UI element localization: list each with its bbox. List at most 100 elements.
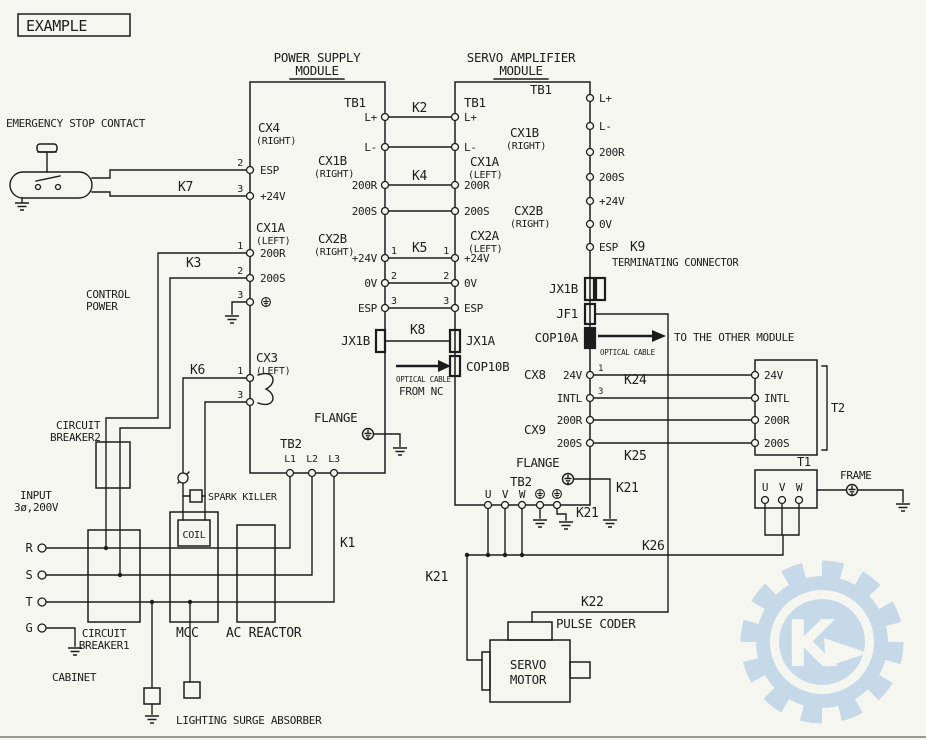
terminal-pin	[245, 397, 255, 407]
sar-cx1b-right: (RIGHT)	[506, 141, 546, 152]
input-line2: 3ø,200V	[14, 501, 59, 514]
ps-cx3-left: (LEFT)	[256, 366, 290, 377]
sa-tb2-u: U	[485, 488, 491, 501]
terminal-pin	[585, 93, 595, 103]
terminal-pin	[585, 196, 595, 206]
chassis-ground-icon	[361, 427, 375, 441]
sa-tb1-lminus: L-	[464, 141, 477, 154]
input-r: R	[26, 541, 34, 555]
sar-esp: ESP	[599, 241, 619, 254]
cable-k21-flange: K21	[616, 481, 639, 496]
wire-k24	[589, 374, 756, 399]
example-box	[17, 13, 131, 37]
cable-k8: K8	[410, 323, 425, 338]
wire-flange-sa	[573, 478, 611, 519]
input-line1: INPUT	[20, 489, 52, 502]
chassis-ground-icon	[845, 483, 859, 497]
wire-k7	[91, 169, 251, 197]
ps-tb1-lplus: L+	[364, 111, 377, 124]
ps-cx4-pin3-num: 3	[237, 184, 243, 195]
terminal-pin	[329, 468, 339, 478]
estop-stem	[37, 151, 57, 173]
ac-reactor-label: AC REACTOR	[226, 626, 302, 641]
terminal-pin	[380, 180, 390, 190]
terminal-pin	[500, 500, 510, 510]
sa-cx2a-24v: +24V	[464, 252, 490, 265]
ground-icon	[895, 503, 911, 512]
sar-lplus: L+	[599, 92, 612, 105]
chassis-ground-icon	[535, 489, 545, 499]
terminal-pin	[585, 393, 595, 403]
terminal-pin	[750, 370, 760, 380]
ps-k5-num1: 1	[391, 246, 397, 257]
sa-cx8: CX8	[524, 367, 546, 382]
optical-cable-nc: OPTICAL CABLE	[396, 375, 452, 384]
cb2-line1: CIRCUIT	[56, 419, 101, 432]
terminal-pin	[750, 415, 760, 425]
ground-icon	[558, 521, 574, 530]
sa-flange: FLANGE	[516, 455, 559, 470]
sa-cx2a-esp: ESP	[464, 302, 484, 315]
servo-motor-shaft	[569, 661, 591, 679]
terminal-pin	[585, 438, 595, 448]
sa-cx9: CX9	[524, 422, 546, 437]
t2-label: T2	[831, 401, 845, 415]
cb1-line1: CIRCUIT	[82, 627, 127, 640]
sar-cx1b: CX1B	[510, 125, 539, 140]
chassis-ground-icon	[261, 297, 271, 307]
wire-k5	[384, 257, 456, 309]
terminal-pin	[245, 273, 255, 283]
cable-k25: K25	[624, 449, 647, 464]
terminal-pin	[37, 570, 47, 580]
wire-k2	[384, 116, 456, 148]
wire-k4	[384, 184, 456, 212]
junction-dot	[187, 599, 193, 605]
sar-cx2b: CX2B	[514, 203, 543, 218]
sa-cx8-pin3-num: 3	[598, 387, 603, 397]
terminal-pin	[37, 597, 47, 607]
to-other-module: TO THE OTHER MODULE	[674, 331, 794, 344]
sa-cx2a-0v: 0V	[464, 277, 477, 290]
ps-tb2-l3: L3	[328, 454, 340, 465]
ground-icon	[532, 519, 548, 528]
cable-k5: K5	[412, 241, 427, 256]
optical-cable-other: OPTICAL CABLE	[600, 348, 656, 357]
terminal-pin	[37, 543, 47, 553]
sar-cop10a: COP10A	[535, 330, 579, 345]
ps-cx1a-200s: 200S	[260, 272, 285, 285]
ps-cx1a-left: (LEFT)	[256, 236, 290, 247]
junction-dot	[519, 552, 525, 558]
junction-dot	[117, 572, 123, 578]
surge-absorber-label: LIGHTING SURGE ABSORBER	[176, 714, 322, 727]
cable-k26: K26	[642, 539, 665, 554]
terminal-pin	[307, 468, 317, 478]
cx3-jumper-squiggle	[257, 372, 274, 406]
terminal-pin	[450, 206, 460, 216]
ps-cx1a-pin1-num: 1	[237, 241, 243, 252]
cb1-line2: BREAKER1	[79, 639, 130, 652]
sa-module-title-line2: MODULE	[499, 63, 542, 78]
terminal-pin	[450, 303, 460, 313]
ps-k5-num2: 2	[391, 271, 397, 282]
jx1a-connector	[448, 328, 462, 354]
terminal-pin	[380, 303, 390, 313]
terminal-pin	[535, 500, 545, 510]
cable-k7: K7	[178, 180, 193, 195]
wire-k3	[105, 252, 251, 576]
cable-k4: K4	[412, 169, 428, 184]
terminal-pin	[585, 172, 595, 182]
boxes	[17, 13, 828, 705]
terminal-block-t1-box	[754, 469, 818, 509]
terminal-pin	[585, 242, 595, 252]
ps-cx2b-24v: +24V	[352, 252, 378, 265]
ps-tb2-l2: L2	[306, 454, 318, 465]
sar-200r: 200R	[599, 146, 625, 159]
terminal-pin	[450, 142, 460, 152]
terminal-pin	[585, 370, 595, 380]
terminal-pin	[245, 191, 255, 201]
cable-k22: K22	[581, 595, 604, 610]
surge-absorber-box-1	[143, 687, 161, 705]
input-t: T	[26, 595, 33, 609]
sa-module-title-line1: SERVO AMPLIFIER	[467, 50, 576, 65]
